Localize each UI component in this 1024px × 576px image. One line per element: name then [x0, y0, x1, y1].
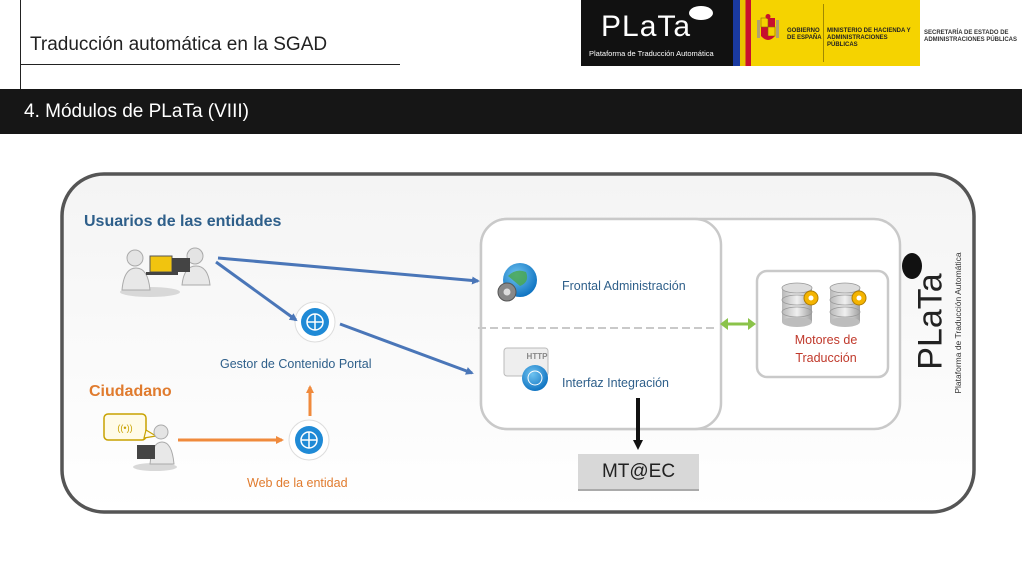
document-title: Traducción automática en la SGAD [30, 34, 328, 55]
interfaz-http-icon: HTTP [503, 347, 549, 391]
mtec-label: MT@EC [601, 461, 676, 482]
government-divider [823, 4, 824, 62]
gestor-globe-icon [294, 301, 336, 343]
government-logo: GOBIERNO DE ESPAÑA MINISTERIO DE HACIEND… [751, 0, 920, 66]
section-banner: 4. Módulos de PLaTa (VIII) [0, 89, 1022, 134]
modules-motores-link [720, 318, 756, 330]
ciudadano-label: Ciudadano [89, 383, 172, 400]
frontal-label: Frontal Administración [562, 279, 686, 293]
database-engine-icon [781, 282, 819, 327]
users-to-frontal-arrow [217, 256, 480, 285]
coat-of-arms-icon [757, 14, 779, 40]
section-title: 4. Módulos de PLaTa (VIII) [24, 101, 249, 122]
speech-bubble-icon [689, 6, 713, 20]
plata-side-subtitle: Plataforma de Traducción Automática [953, 252, 963, 394]
plata-logo-word: PLaTa [601, 10, 692, 43]
http-tag-text: HTTP [527, 352, 549, 361]
svg-text:((•)): ((•)) [117, 423, 132, 433]
plata-side-word: PLaTa [911, 273, 950, 370]
mtec-box: MT@EC [578, 454, 699, 491]
web-globe-icon [288, 419, 330, 461]
users-group-icon [120, 247, 211, 297]
ministerio-text: MINISTERIO DE HACIENDA Y ADMINISTRACIONE… [827, 28, 911, 48]
eu-flag-strip [733, 0, 751, 66]
modules-box [479, 217, 723, 431]
interfaz-label: Interfaz Integración [562, 376, 670, 390]
web-entidad-label: Web de la entidad [247, 476, 348, 490]
gestor-label: Gestor de Contenido Portal [220, 357, 372, 371]
frontal-globe-gear-icon [497, 263, 537, 302]
motores-label: Motores de Traducción [794, 333, 858, 365]
gobierno-text: GOBIERNO DE ESPAÑA [787, 28, 822, 41]
plata-side-bubble-icon [902, 253, 922, 279]
usuarios-label: Usuarios de las entidades [84, 213, 282, 230]
database-engine-icon [829, 282, 867, 327]
header-vertical-rule [20, 0, 21, 90]
secretaria-text: SECRETARÍA DE ESTADO DE ADMINISTRACIONES… [924, 30, 1018, 43]
plata-logo-subtitle: Plataforma de Traducción Automática [589, 49, 714, 58]
plata-side-branding: PLaTa Plataforma de Traducción Automátic… [884, 250, 984, 400]
gestor-to-interfaz-arrow [339, 322, 474, 375]
header-underline [20, 64, 400, 65]
plata-logo: PLaTa Plataforma de Traducción Automátic… [581, 0, 733, 66]
citizen-icon: ((•)) [103, 413, 177, 471]
users-to-gestor-arrow [215, 260, 298, 322]
